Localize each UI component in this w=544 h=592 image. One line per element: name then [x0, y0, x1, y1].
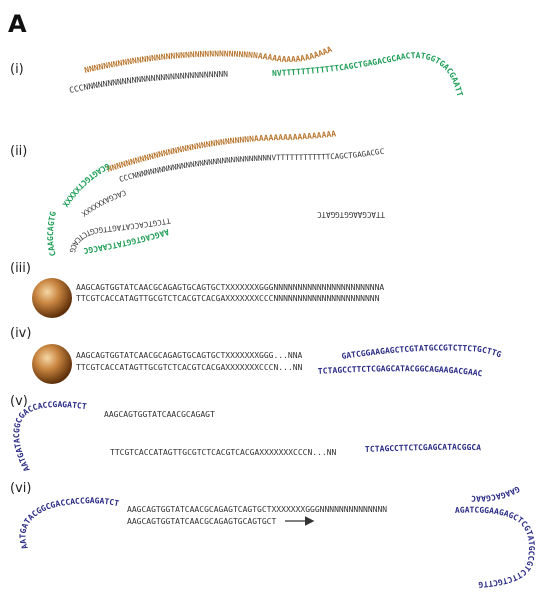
step-iii-top-strand: AAGCAGTGGTATCAACGCAGAGTGCAGTGCTXXXXXXXGG…	[76, 283, 384, 292]
step-ii-label: (ii)	[10, 144, 27, 159]
step-iii-label: (iii)	[10, 261, 31, 276]
step-ii-green-bottom: CAAGCAGTGGTATCAACGCAGAGT	[0, 0, 58, 257]
step-ii-brown-strand: NNNNNNNNNNNNNNNNNNNNNNNNNNNNNNNAAAAAAAAA…	[106, 129, 337, 174]
step-iv-label: (iv)	[10, 326, 31, 341]
step-iv-top-blue: GATCGGAAGAGCTCGTATGCCGTCTTCTGCTTG	[341, 343, 503, 361]
step-i-label: (i)	[10, 62, 24, 77]
step-vi-top-dark: AAGCAGTGGTATCAACGCAGAGTCAGTGCTXXXXXXXGGG…	[127, 505, 387, 514]
step-v-bottom-blue: TCTAGCCTTCTCGAGCATACGGCA	[365, 443, 482, 454]
step-iv-bottom-blue: TCTAGCCTTCTCGAGCATACGGCAGAAGACGAAC	[318, 364, 483, 378]
step-iii-bottom-strand: TTCGTCACCATAGTTGCGTCTCACGTCACGAXXXXXXXCC…	[76, 294, 380, 303]
bead-iii	[32, 278, 72, 318]
bead-iv	[32, 344, 72, 384]
step-vi-label: (vi)	[10, 481, 31, 496]
step-iv-top-dark: AAGCAGTGGTATCAACGCAGAGTGCAGTGCTXXXXXXXGG…	[76, 351, 303, 360]
step-ii-dark-tail: TTACGAAGGTGGATCATC	[0, 0, 385, 219]
step-v-blue-end: GAAGACGAAC	[471, 484, 521, 503]
step-vi-primer: AAGCAGTGGTATCAACGCAGAGTGCAGTGCT	[127, 517, 276, 526]
panel-letter: A	[8, 10, 27, 38]
step-vi-blue-left: AATGATACGGCGACCACCGAGATCT	[18, 496, 120, 550]
step-i-bottom-strand: CCCNNNNNNNNNNNNNNNNNNNNNNNNNNNNNN	[68, 70, 228, 95]
step-v-blue-left: AATGATACGGCGACCACCGAGATCT	[12, 400, 87, 473]
step-vi-top-blue: AGATCGGAAGAGCTCGTATGCCGTCTTCTGCTTG	[455, 506, 536, 590]
step-v-bottom-dark: TTCGTCACCATAGTTGCGTCTCACGTCACGAXXXXXXXCC…	[110, 448, 337, 457]
step-iv-bottom-dark: TTCGTCACCATAGTTGCGTCTCACGTCACGAXXXXXXXCC…	[76, 363, 303, 372]
step-v-top-dark: AAGCAGTGGTATCAACGCAGAGT	[104, 410, 215, 419]
step-v-label: (v)	[10, 394, 28, 409]
